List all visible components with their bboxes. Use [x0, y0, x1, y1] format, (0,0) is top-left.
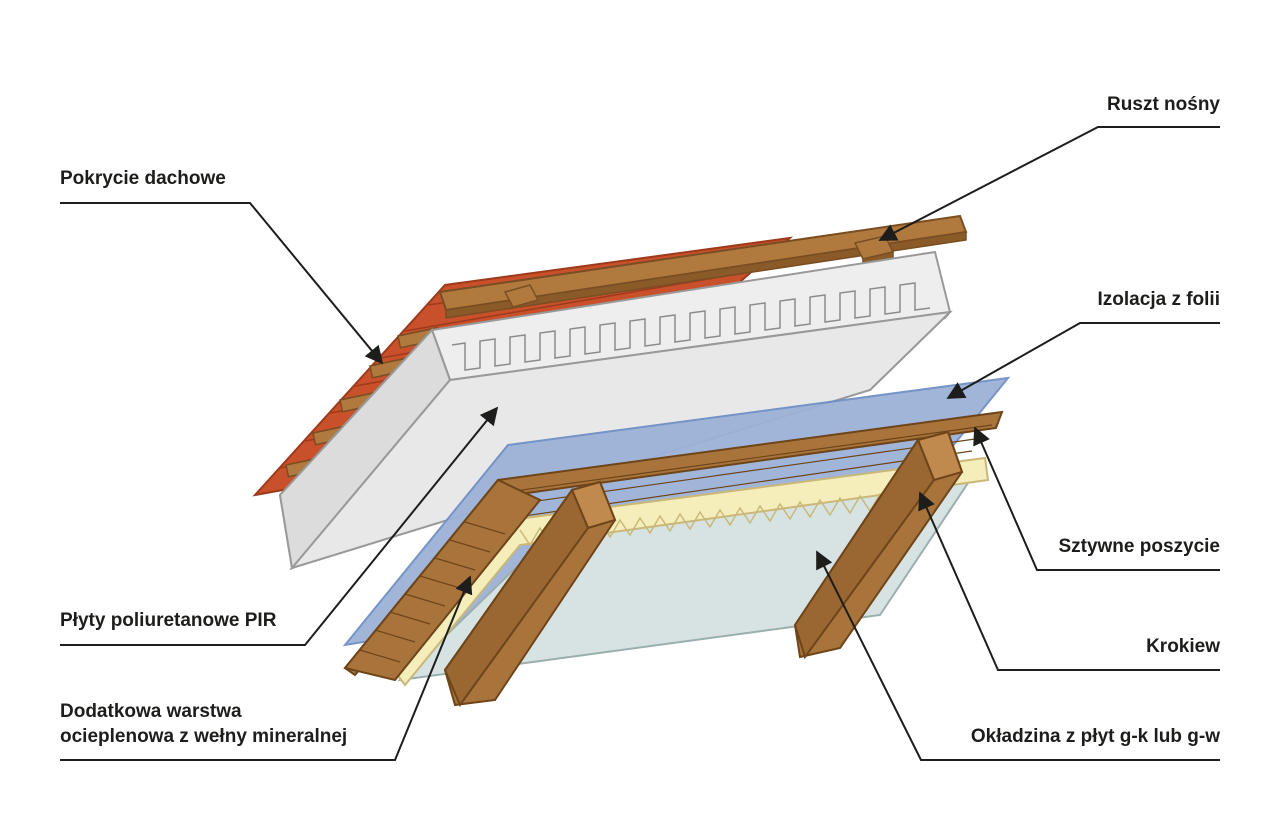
- leader-pokrycie: [60, 202, 384, 365]
- leader-krokiew: [918, 491, 1220, 671]
- leader-okladzina: [816, 550, 1220, 761]
- rigid-sheathing: [343, 410, 1004, 682]
- leader-pir: [60, 406, 499, 646]
- leader-lines: [60, 126, 1220, 761]
- leader-dodatkowa: [60, 575, 473, 761]
- label-dodatkowa-warstwa: Dodatkowa warstwa ocieplenowa z wełny mi…: [60, 699, 347, 749]
- leader-ruszt: [878, 126, 1220, 241]
- rafters: [443, 430, 964, 708]
- leader-izolacja: [946, 322, 1220, 399]
- label-krokiew: Krokiew: [1146, 636, 1220, 657]
- label-sztywne-poszycie: Sztywne poszycie: [1058, 536, 1220, 557]
- label-okladzina: Okładzina z płyt g-k lub g-w: [970, 726, 1220, 747]
- leader-sztywne: [973, 426, 1220, 571]
- label-plyty-pir: Płyty poliuretanowe PIR: [60, 610, 277, 631]
- label-dodatkowa-line1: Dodatkowa warstwa: [60, 701, 242, 722]
- label-dodatkowa-line2: ocieplenowa z wełny mineralnej: [60, 726, 348, 747]
- label-izolacja-z-folii: Izolacja z folii: [1097, 289, 1220, 310]
- label-ruszt-nosny: Ruszt nośny: [1107, 94, 1220, 115]
- label-pokrycie-dachowe: Pokrycie dachowe: [60, 168, 226, 189]
